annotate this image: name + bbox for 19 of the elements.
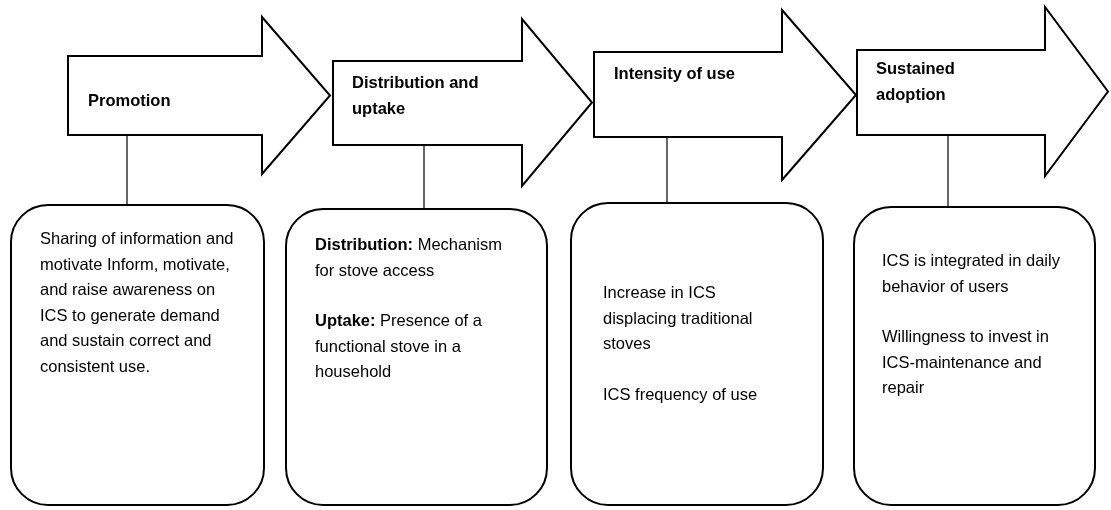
connector-line	[666, 136, 668, 203]
rounded-box	[285, 208, 548, 506]
description-text: ICS is integrated in daily behavior of users	[882, 250, 1061, 297]
description-text: Sharing of information and motivate Inform, motivate, and raise awareness on ICS to generate demand and sustain correct and consistent use.	[40, 228, 235, 377]
stage-title: Sustained adoption	[876, 58, 956, 105]
stage-title: Distribution and uptake	[352, 72, 480, 119]
rounded-box	[570, 202, 824, 506]
description-text: ICS frequency of use	[603, 383, 759, 405]
description-text: Increase in ICS displacing traditional stoves	[603, 282, 754, 354]
description-text: Uptake: Presence of a functional stove in a household	[315, 310, 483, 382]
rounded-box	[10, 204, 265, 506]
description-text: Distribution: Mechanism for stove access	[315, 234, 504, 281]
rounded-box	[853, 206, 1096, 506]
description-text: Willingness to invest in ICS-maintenance and repair	[882, 326, 1050, 398]
connector-line	[126, 134, 128, 205]
stage-title: Intensity of use	[614, 63, 737, 84]
connector-line	[947, 134, 949, 207]
stage-title: Promotion	[88, 90, 172, 111]
connector-line	[423, 144, 425, 209]
